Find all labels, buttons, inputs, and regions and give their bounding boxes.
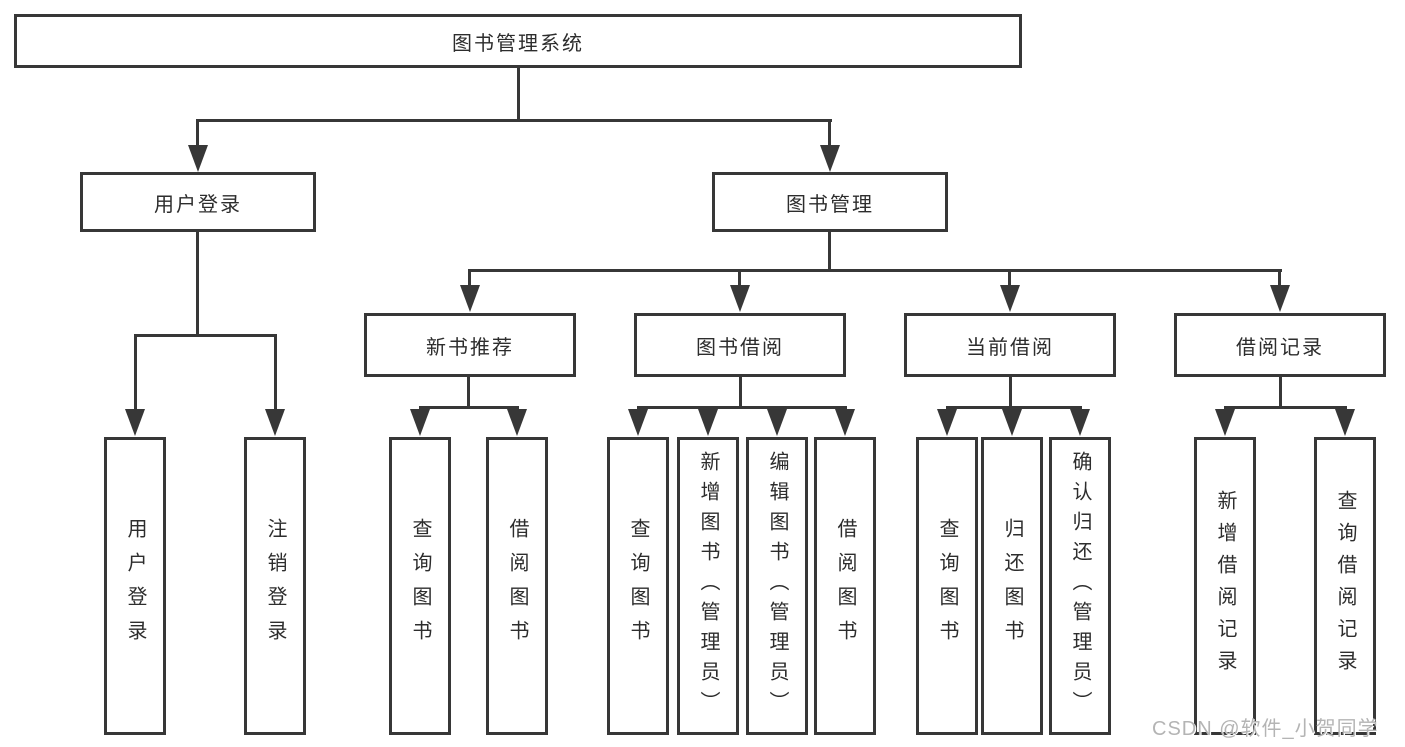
arrow-down-icon	[698, 409, 718, 436]
connector-currentborrow-stem	[1009, 377, 1012, 408]
node-book-borrow-label: 图书借阅	[696, 336, 784, 359]
leaf-confirm-return-admin-label: 确认归还（管理员）	[1069, 451, 1091, 721]
connector-newbook-branch	[419, 406, 519, 409]
node-book-management-label: 图书管理	[786, 193, 874, 216]
node-current-borrow-label: 当前借阅	[966, 336, 1054, 359]
node-book-borrow: 图书借阅	[634, 313, 846, 377]
connector-root-branch	[196, 119, 832, 122]
leaf-edit-book-admin-label: 编辑图书（管理员）	[766, 451, 788, 721]
node-user-login-label: 用户登录	[154, 193, 242, 216]
leaf-add-borrow-record: 新增借阅记录	[1194, 437, 1256, 735]
node-new-book-recommend-label: 新书推荐	[426, 336, 514, 359]
leaf-borrow-book-1-label: 借阅图书	[506, 518, 528, 654]
leaf-return-book: 归还图书	[981, 437, 1043, 735]
connector-bookmgmt-stem	[828, 232, 831, 272]
leaf-add-book-admin-label: 新增图书（管理员）	[697, 451, 719, 721]
connector-leaf-stub	[134, 334, 137, 410]
connector-records-branch	[1224, 406, 1347, 409]
leaf-query-book-1: 查询图书	[389, 437, 451, 735]
arrow-down-icon	[125, 409, 145, 436]
connector-bookborrow-stem	[739, 377, 742, 408]
leaf-logout: 注销登录	[244, 437, 306, 735]
arrow-down-icon	[767, 409, 787, 436]
leaf-borrow-book-2: 借阅图书	[814, 437, 876, 735]
leaf-logout-label: 注销登录	[264, 518, 286, 654]
leaf-user-login: 用户登录	[104, 437, 166, 735]
node-library-system: 图书管理系统	[14, 14, 1022, 68]
leaf-query-borrow-record: 查询借阅记录	[1314, 437, 1376, 735]
leaf-edit-book-admin: 编辑图书（管理员）	[746, 437, 808, 735]
arrow-down-icon	[1070, 409, 1090, 436]
leaf-query-borrow-record-label: 查询借阅记录	[1334, 490, 1356, 682]
node-borrow-records-label: 借阅记录	[1236, 336, 1324, 359]
csdn-watermark: CSDN @软件_小贺同学	[1152, 718, 1379, 740]
connector-root-stem	[517, 68, 520, 121]
node-borrow-records: 借阅记录	[1174, 313, 1386, 377]
arrow-down-icon	[265, 409, 285, 436]
connector-userlogin-stem	[196, 232, 199, 337]
leaf-query-book-2-label: 查询图书	[627, 518, 649, 654]
connector-bookmgmt-stub	[828, 119, 831, 151]
leaf-query-book-3-label: 查询图书	[936, 518, 958, 654]
arrow-down-icon	[1335, 409, 1355, 436]
node-new-book-recommend: 新书推荐	[364, 313, 576, 377]
connector-bookborrow-branch	[637, 406, 847, 409]
connector-records-stem	[1279, 377, 1282, 408]
leaf-query-book-1-label: 查询图书	[409, 518, 431, 654]
arrow-down-icon	[730, 285, 750, 312]
leaf-query-book-3: 查询图书	[916, 437, 978, 735]
arrow-down-icon	[507, 409, 527, 436]
leaf-query-book-2: 查询图书	[607, 437, 669, 735]
connector-l3-stub	[468, 269, 471, 289]
arrow-down-icon	[1215, 409, 1235, 436]
arrow-down-icon	[188, 145, 208, 172]
connector-leaf-stub	[274, 334, 277, 410]
connector-currentborrow-branch	[946, 406, 1082, 409]
arrow-down-icon	[937, 409, 957, 436]
leaf-user-login-label: 用户登录	[124, 518, 146, 654]
arrow-down-icon	[1002, 409, 1022, 436]
connector-userlogin-stub	[196, 119, 199, 151]
arrow-down-icon	[460, 285, 480, 312]
node-book-management: 图书管理	[712, 172, 948, 232]
arrow-down-icon	[1270, 285, 1290, 312]
arrow-down-icon	[628, 409, 648, 436]
connector-l3-stub	[1278, 269, 1281, 289]
connector-l3-stub	[1008, 269, 1011, 289]
leaf-add-book-admin: 新增图书（管理员）	[677, 437, 739, 735]
node-current-borrow: 当前借阅	[904, 313, 1116, 377]
leaf-return-book-label: 归还图书	[1001, 518, 1023, 654]
node-library-system-label: 图书管理系统	[452, 32, 584, 55]
connector-newbook-stem	[467, 377, 470, 408]
node-user-login: 用户登录	[80, 172, 316, 232]
arrow-down-icon	[835, 409, 855, 436]
arrow-down-icon	[820, 145, 840, 172]
connector-bookmgmt-branch	[468, 269, 1282, 272]
leaf-borrow-book-1: 借阅图书	[486, 437, 548, 735]
leaf-add-borrow-record-label: 新增借阅记录	[1214, 490, 1236, 682]
connector-l3-stub	[738, 269, 741, 289]
arrow-down-icon	[410, 409, 430, 436]
leaf-confirm-return-admin: 确认归还（管理员）	[1049, 437, 1111, 735]
connector-userlogin-branch	[134, 334, 277, 337]
arrow-down-icon	[1000, 285, 1020, 312]
leaf-borrow-book-2-label: 借阅图书	[834, 518, 856, 654]
